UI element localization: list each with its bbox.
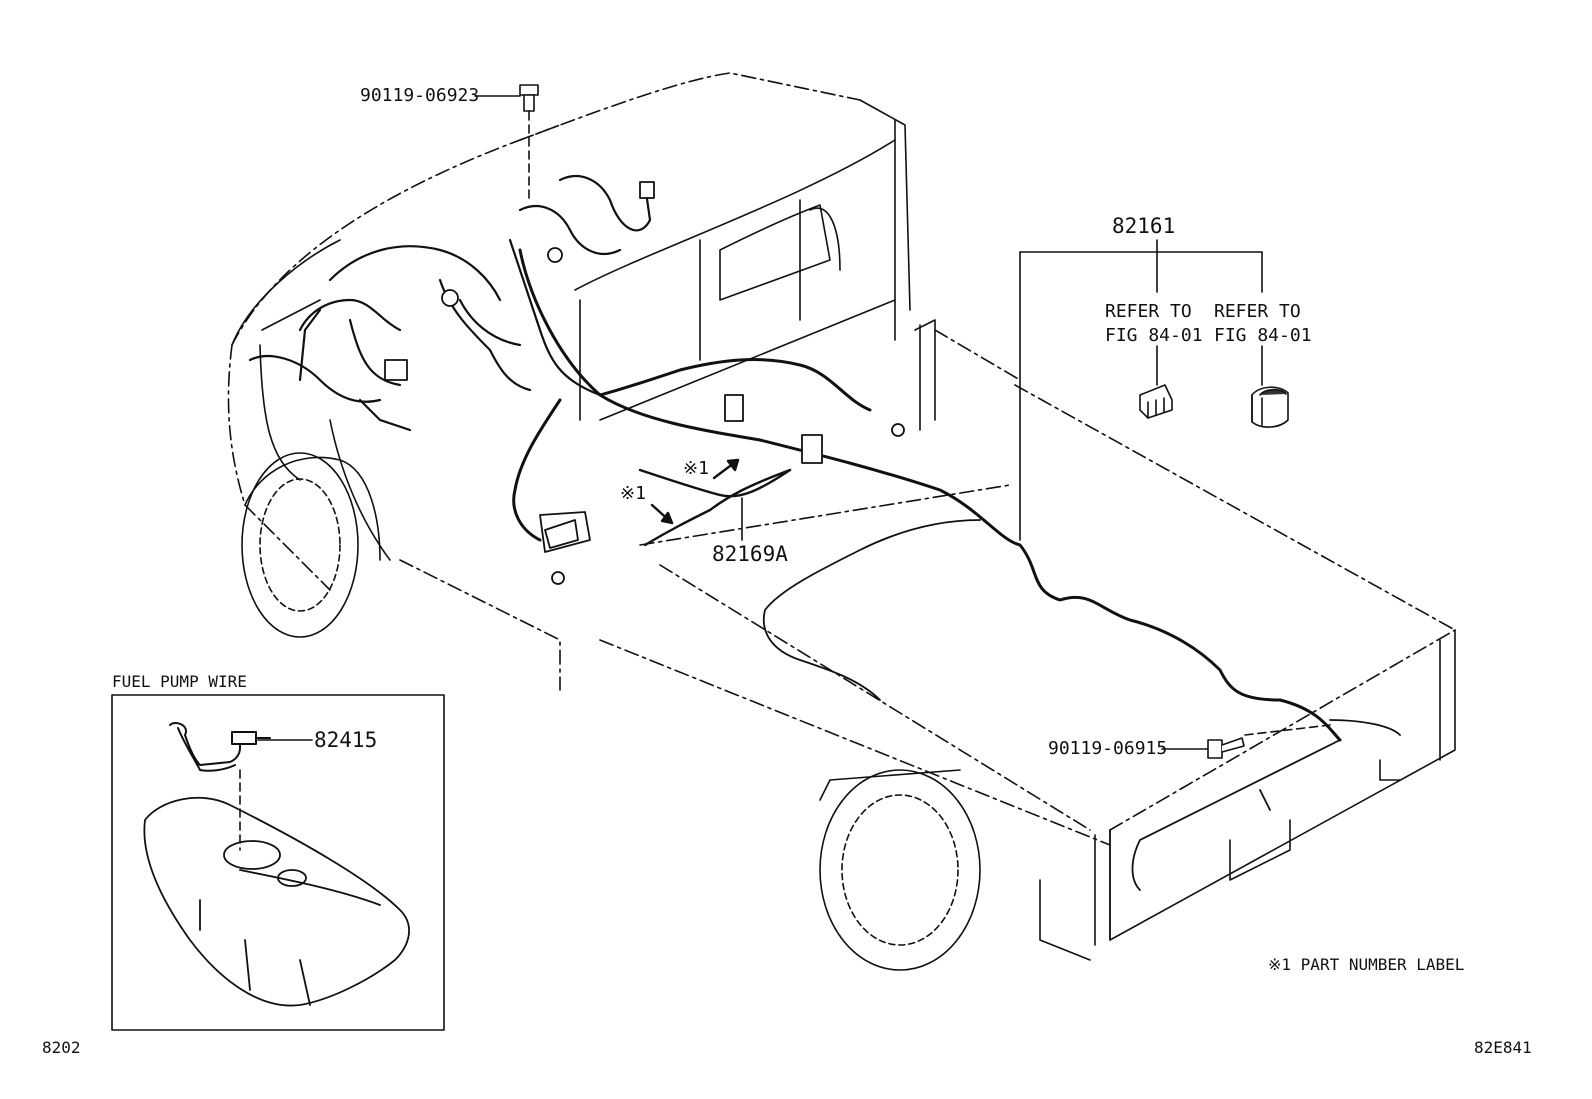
bolt-rear-dash <box>1244 724 1331 736</box>
part-number-label-note: ※1 PART NUMBER LABEL <box>1268 955 1465 974</box>
cab-outline <box>227 72 1111 846</box>
harness-82161-label: 82161 <box>1112 214 1176 238</box>
bolt-rear-label: 90119-06915 <box>1048 738 1168 759</box>
refer-left-label: REFER TO FIG 84-01 <box>1105 301 1203 346</box>
rear-wheel <box>819 769 981 971</box>
inset-title: FUEL PUMP WIRE <box>112 672 247 691</box>
components <box>384 181 905 585</box>
cargo-bed-sides <box>914 319 1456 961</box>
part-label-arrows <box>650 458 740 525</box>
bracket-82161 <box>1019 239 1263 541</box>
harness-82169a <box>638 468 792 547</box>
body-harness <box>512 248 1342 742</box>
refer-right-label: REFER TO FIG 84-01 <box>1214 301 1312 346</box>
part-label-mark-upper: ※1 <box>683 458 709 479</box>
part-label-mark-lower: ※1 <box>620 483 646 504</box>
fuel-pump-wire <box>169 722 271 772</box>
front-wheel <box>241 452 359 638</box>
floor-harness <box>762 519 1401 891</box>
harness-82169a-label: 82169A <box>712 542 788 566</box>
engine-harness <box>248 175 652 432</box>
inset-frame <box>111 694 445 1031</box>
bolt-top <box>519 84 539 121</box>
bolt-top-label: 90119-06923 <box>360 85 480 106</box>
figure-code-left: 8202 <box>42 1038 81 1057</box>
fuel-pump-part-label: 82415 <box>314 728 378 752</box>
figure-code-right: 82E841 <box>1474 1038 1532 1057</box>
cargo-bed-outline <box>639 329 1456 831</box>
cab-front-lines <box>231 99 911 561</box>
fuel-tank <box>143 796 410 1007</box>
refer-parts <box>1139 384 1289 428</box>
